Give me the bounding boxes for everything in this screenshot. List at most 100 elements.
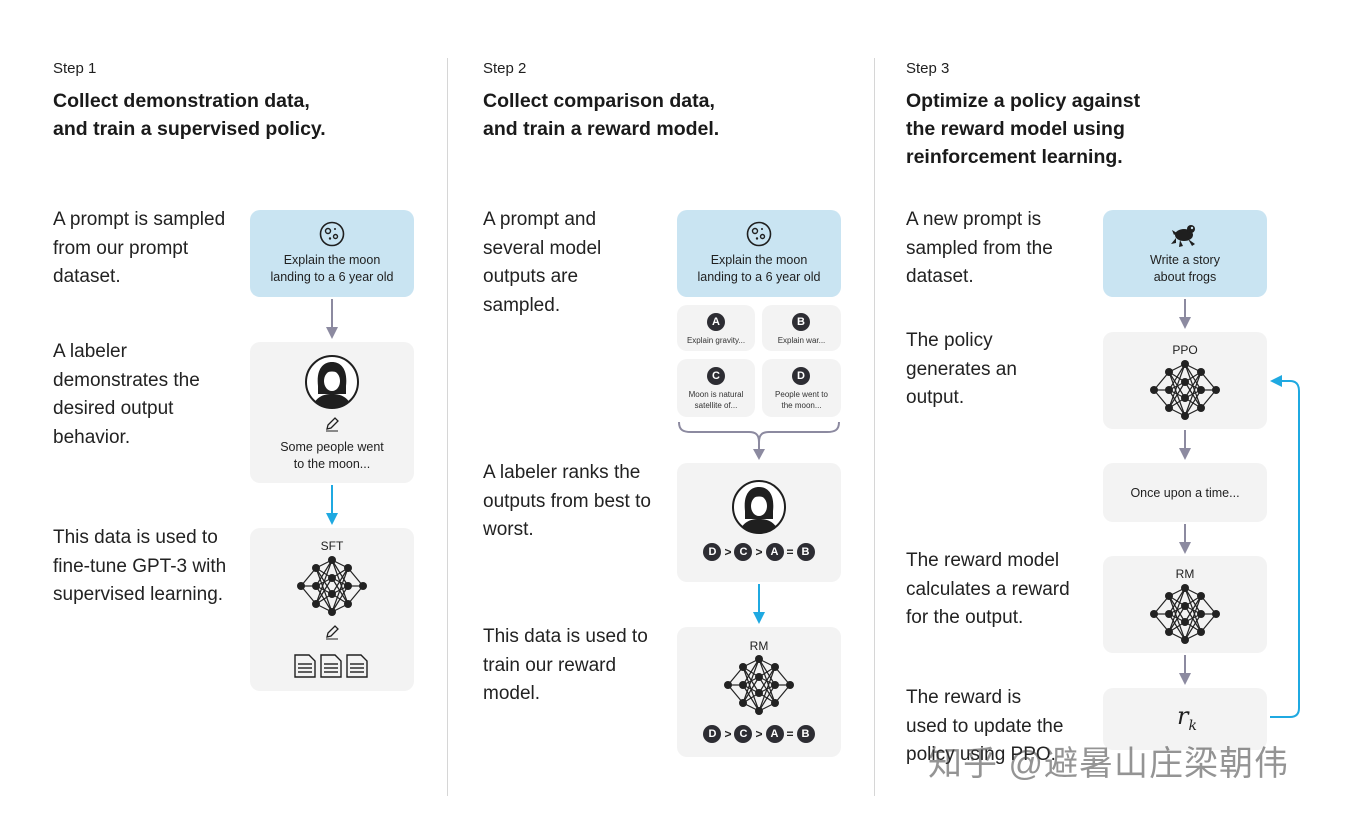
nn-node — [771, 663, 779, 671]
nn-node — [755, 707, 763, 715]
rank-item: B — [796, 543, 815, 561]
rank-operator: > — [724, 545, 732, 559]
output-b-text: Explain war... — [777, 336, 826, 345]
ranking-row: D > C > A = B — [677, 543, 841, 561]
output-d-text: People went to the moon... — [762, 389, 841, 411]
frog-icon — [1171, 225, 1195, 247]
nn-node — [1181, 360, 1189, 368]
step-2-label: Step 2 — [483, 60, 527, 77]
output-d-line1: People went to — [775, 390, 828, 399]
nn-node — [344, 564, 352, 572]
nn-node — [739, 663, 747, 671]
step-3-prompt-text: Write a story about frogs — [1103, 252, 1267, 285]
output-text: Once upon a time... — [1130, 486, 1240, 500]
nn-edge — [1184, 595, 1202, 641]
neural-network-icon — [1150, 360, 1220, 420]
nn-edge — [315, 577, 333, 605]
step-3-desc-1: A new prompt is sampled from the dataset… — [906, 209, 1053, 287]
nn-edge — [1184, 371, 1202, 399]
output-a-text: Explain gravity... — [686, 336, 746, 345]
step-2-title-line1: Collect comparison data, — [483, 90, 715, 112]
step-3-prompt-box: Write a story about frogs — [1103, 210, 1267, 297]
step-1-prompt-box: Explain the moon landing to a 6 year old — [250, 210, 414, 297]
nn-node — [1181, 618, 1189, 626]
step-1-sft-box: SFT — [250, 528, 414, 691]
output-c-line1: Moon is natural — [688, 390, 744, 399]
neural-network-icon — [724, 655, 794, 715]
nn-edge — [1184, 389, 1202, 417]
rank-item: A — [765, 725, 784, 743]
neural-network-icon — [1150, 584, 1220, 644]
nn-node — [755, 655, 763, 663]
nn-node — [312, 600, 320, 608]
nn-node — [1181, 636, 1189, 644]
nn-node — [1165, 404, 1173, 412]
nn-node — [297, 582, 305, 590]
rank-operator: > — [755, 545, 763, 559]
step-3-ppo-box: PPO — [1103, 332, 1267, 429]
output-c-line2: satellite of... — [694, 401, 738, 410]
step-2-title: Collect comparison data, and train a rew… — [483, 87, 863, 143]
rank-item: B — [796, 725, 815, 743]
moon-icon — [319, 221, 345, 247]
step-2-arrow-ranking-to-rm — [753, 584, 765, 624]
column-divider-1 — [447, 58, 448, 796]
rank-item: C — [734, 725, 753, 743]
step-3-prompt-line1: Write a story — [1150, 253, 1220, 267]
nn-node — [328, 556, 336, 564]
nn-node — [724, 681, 732, 689]
nn-edge — [758, 666, 776, 712]
reward-r: r — [1177, 702, 1189, 730]
output-box-d: D People went to the moon... — [762, 359, 841, 417]
step-1-arrow-prompt-to-labeler — [326, 299, 338, 339]
rank-operator: = — [786, 727, 794, 741]
step-3-desc-2: The policy generates an output. — [906, 330, 1017, 408]
nn-node — [1165, 628, 1173, 636]
step-1-labeler-box: Some people went to the moon... — [250, 342, 414, 483]
brace-arrow — [678, 421, 840, 460]
nn-edge — [1168, 587, 1186, 633]
nn-node — [344, 600, 352, 608]
nn-edge — [758, 684, 776, 712]
step-3-label: Step 3 — [906, 60, 950, 77]
nn-edge — [1168, 363, 1186, 409]
sft-label: SFT — [320, 539, 344, 553]
nn-node — [1197, 610, 1205, 618]
reward-symbol: rk — [1177, 702, 1197, 734]
step-2-rm-box: RM D > C > A = B — [677, 627, 841, 757]
pencil-icon — [326, 417, 339, 432]
step-3-arrow-ppo-to-output — [1179, 430, 1191, 460]
nn-node — [1212, 610, 1220, 618]
nn-node — [786, 681, 794, 689]
output-box-a: A Explain gravity... — [677, 305, 755, 351]
step-1-title: Collect demonstration data, and train a … — [53, 87, 433, 143]
watermark: 知乎 @避暑山庄梁朝伟 — [928, 745, 1289, 783]
labeler-avatar-icon — [732, 480, 786, 534]
nn-node — [1165, 592, 1173, 600]
nn-node — [1181, 412, 1189, 420]
nn-node — [344, 582, 352, 590]
step-2-desc-3: This data is used to train our reward mo… — [483, 626, 648, 704]
output-c-text: Moon is natural satellite of... — [677, 389, 755, 411]
step-3-reward-box: rk — [1103, 688, 1267, 750]
nn-edge — [742, 676, 760, 704]
step-1-desc-1: A prompt is sampled from our prompt data… — [53, 209, 226, 287]
nn-edge — [1168, 381, 1186, 409]
step-3-title-line1: Optimize a policy against — [906, 90, 1141, 112]
step-1-desc-3: This data is used to fine-tune GPT-3 wit… — [53, 527, 227, 605]
step-3-output-box: Once upon a time... — [1103, 463, 1267, 522]
output-c-badge: C — [707, 367, 725, 385]
nn-node — [328, 574, 336, 582]
nn-node — [739, 681, 747, 689]
step-1-demo-text: Some people went to the moon... — [250, 439, 414, 472]
nn-node — [312, 582, 320, 590]
nn-node — [1150, 610, 1158, 618]
output-a-badge: A — [707, 313, 725, 331]
nn-node — [1165, 610, 1173, 618]
rank-item: D — [703, 725, 722, 743]
nn-node — [312, 564, 320, 572]
nn-node — [359, 582, 367, 590]
nn-edge — [1168, 363, 1186, 391]
step-2-desc-2: A labeler ranks the outputs from best to… — [483, 462, 651, 540]
rank-operator: > — [724, 727, 732, 741]
